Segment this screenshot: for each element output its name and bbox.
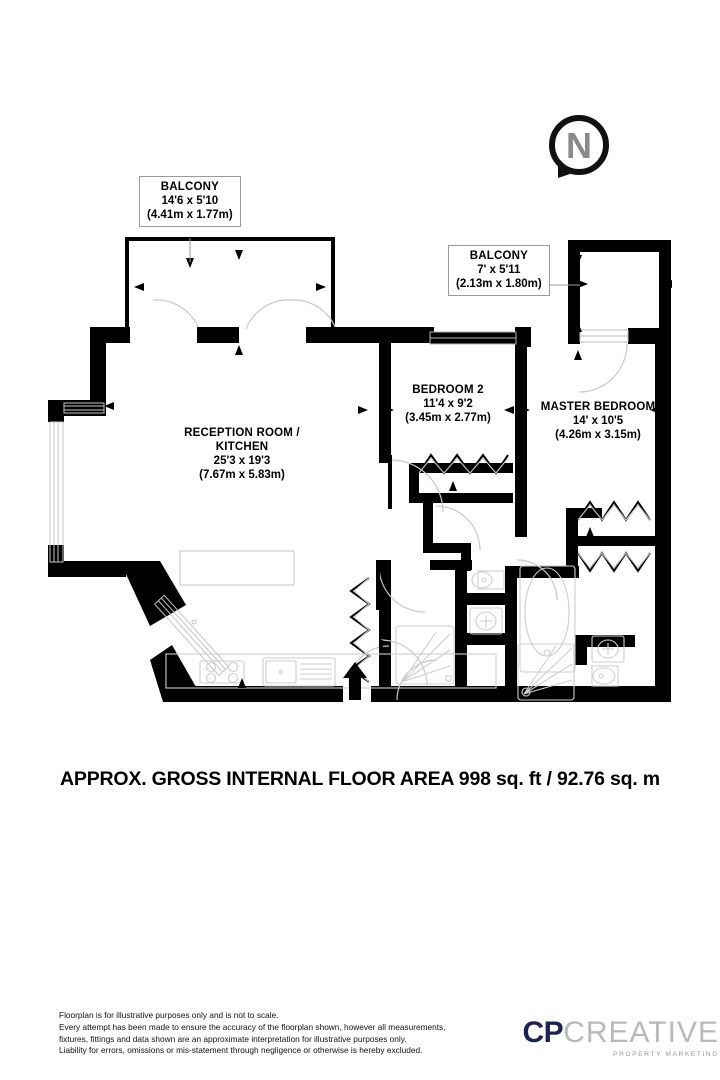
bay-window-glazing — [49, 402, 230, 677]
room-label-balcony-2: BALCONY 7' x 5'11 (2.13m x 1.80m) — [448, 245, 550, 297]
room-label-master-bedroom: MASTER BEDROOM 14' x 10'5 (4.26m x 3.15m… — [524, 400, 672, 442]
disclaimer-text: Floorplan is for illustrative purposes o… — [59, 1010, 479, 1057]
room-label-balcony-1: BALCONY 14'6 x 5'10 (4.41m x 1.77m) — [139, 176, 241, 228]
room-dim-metric: (7.67m x 5.83m) — [199, 469, 285, 482]
north-compass: N — [546, 112, 612, 184]
balcony-2-sliding-door — [579, 329, 629, 343]
room-dim-metric: (4.41m x 1.77m) — [147, 209, 233, 222]
balcony-1-door-arcs — [152, 299, 337, 330]
room-dim-metric: (4.26m x 3.15m) — [555, 429, 641, 442]
cp-creative-logo: CPCREATIVE PROPERTY MARKETING — [499, 1018, 719, 1059]
room-name: BALCONY — [469, 250, 528, 262]
bathroom-fixtures — [395, 565, 625, 701]
room-name: BALCONY — [160, 181, 219, 193]
room-name: RECEPTION ROOM / — [184, 427, 300, 439]
wardrobe-door-symbols-light — [353, 457, 651, 683]
room-dim-imperial: 25'3 x 19'3 — [213, 455, 271, 468]
internal-walls — [379, 343, 656, 702]
room-dim-metric: (2.13m x 1.80m) — [456, 278, 542, 291]
logo-wordmark: CPCREATIVE — [499, 1018, 719, 1048]
disclaimer-line-2: Every attempt has been made to ensure th… — [59, 1021, 446, 1032]
room-dim-imperial: 14' x 10'5 — [572, 415, 624, 428]
logo-mark-bold: CP — [522, 1016, 564, 1049]
door-leaves — [376, 455, 392, 688]
dimension-arrows — [104, 250, 672, 688]
kitchen-fittings — [165, 653, 497, 689]
room-label-bedroom-2: BEDROOM 2 11'4 x 9'2 (3.45m x 2.77m) — [388, 383, 508, 425]
room-dim-imperial: 7' x 5'11 — [477, 264, 521, 277]
room-dim-imperial: 14'6 x 5'10 — [161, 195, 219, 208]
disclaimer-line-3: fixtures, fittings and data shown are an… — [59, 1033, 407, 1044]
gross-internal-area-text: APPROX. GROSS INTERNAL FLOOR AREA 998 sq… — [60, 768, 660, 790]
disclaimer-line-1: Floorplan is for illustrative purposes o… — [59, 1010, 279, 1020]
room-name: MASTER BEDROOM — [540, 401, 656, 413]
balcony-2-walls — [568, 240, 671, 344]
logo-mark-light: CREATIVE — [563, 1016, 719, 1049]
dimension-leaders — [189, 238, 580, 286]
compass-icon: N — [549, 115, 609, 178]
disclaimer-line-4: Liability for errors, omissions or mis-s… — [59, 1045, 423, 1056]
door-swing-arcs — [348, 343, 628, 701]
reception-furniture — [179, 550, 295, 586]
room-dim-imperial: 11'4 x 9'2 — [423, 398, 473, 411]
room-name: BEDROOM 2 — [412, 384, 484, 396]
reception-glazing-top — [429, 331, 517, 345]
room-name-2: KITCHEN — [215, 441, 269, 454]
entrance-arrow — [343, 662, 367, 700]
logo-tagline: PROPERTY MARKETING — [613, 1051, 719, 1058]
room-dim-metric: (3.45m x 2.77m) — [405, 412, 491, 425]
balcony-1-walls — [125, 237, 335, 329]
compass-north-letter: N — [566, 125, 592, 166]
room-label-reception-kitchen: RECEPTION ROOM / KITCHEN 25'3 x 19'3 (7.… — [162, 426, 322, 482]
